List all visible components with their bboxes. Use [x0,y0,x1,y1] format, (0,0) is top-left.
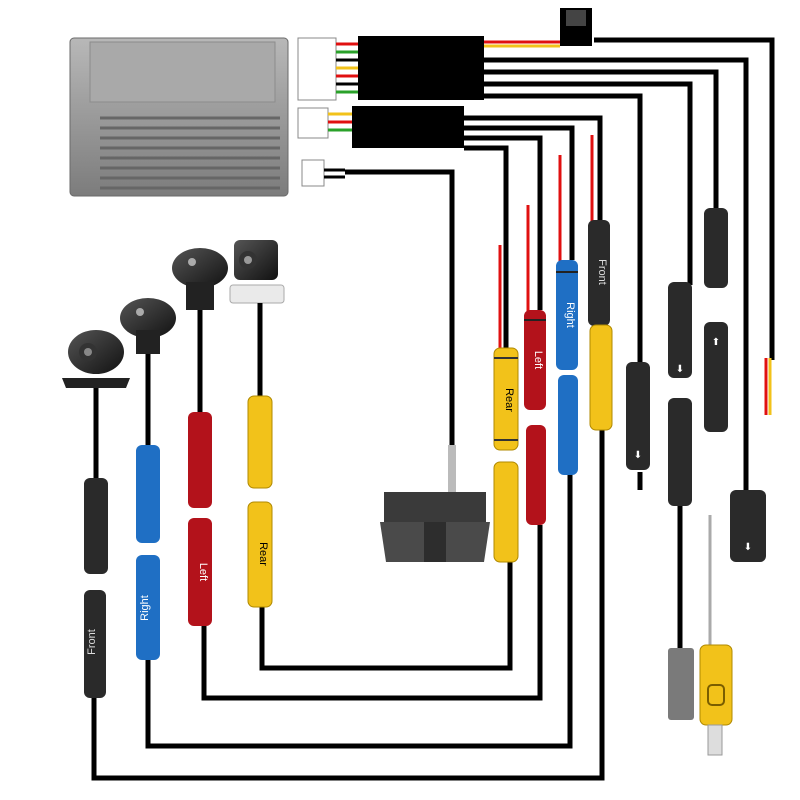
rear-cam-connector [247,395,273,489]
front-cam-mate [84,590,106,698]
fuse-holder [560,8,592,46]
label-cam-left: Left [197,563,209,581]
right-cam-connector [136,445,160,543]
wires [91,37,775,781]
svg-text:⬇: ⬇ [676,364,684,375]
left-mate [526,425,546,525]
box-plugs [297,37,360,187]
rear-mate [493,461,519,563]
connector-right-harness [556,260,578,370]
wire-tails [498,135,772,650]
aux-plug-gray [668,648,694,720]
svg-text:⬇: ⬇ [634,450,642,461]
label-harness-rear: Rear [503,388,515,412]
connector-rear-harness [493,347,519,451]
rca-connector [699,644,733,756]
label-harness-right: Right [564,302,576,328]
obd-connector [380,445,490,562]
camera-front-mini [62,330,130,388]
secondary-sleeve [352,106,464,148]
camera-right-dome [120,298,176,354]
camera-leads [93,303,263,480]
svg-text:⬇: ⬇ [744,542,752,553]
connector-front-harness [588,220,610,326]
right-mate [558,375,578,475]
camera-rear-license [229,240,285,304]
label-cam-front: Front [86,629,98,655]
control-box [69,37,289,197]
label-harness-front: Front [596,259,608,285]
front-cam-connector [84,478,108,574]
svg-text:⬆: ⬆ [712,337,720,348]
arrow-icons: ⬇ ⬇ ⬆ ⬇ [634,337,752,553]
right-cam-mate [136,555,160,660]
left-cam-mate [188,518,212,626]
label-cam-right: Right [139,595,151,621]
front-mate [589,324,613,431]
main-sleeve [358,36,484,100]
label-cam-rear: Rear [257,542,269,566]
label-harness-left: Left [532,351,544,369]
camera-left-dome [172,248,228,310]
connector-left-harness [524,310,546,410]
left-cam-connector [188,412,212,508]
rear-cam-mate [247,501,273,608]
aux-connectors [626,208,766,562]
